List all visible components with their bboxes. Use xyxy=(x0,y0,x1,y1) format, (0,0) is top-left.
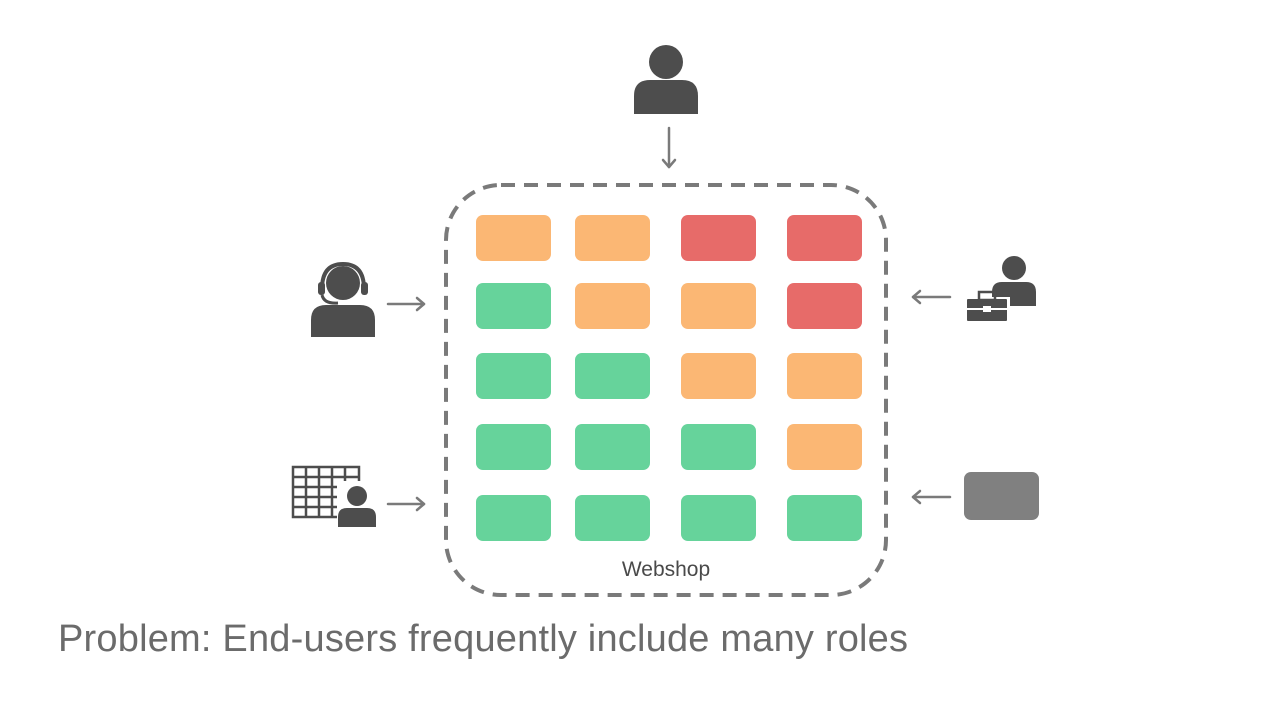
webshop-label: Webshop xyxy=(622,558,710,581)
permission-cell xyxy=(787,495,862,541)
arrow-left-lower xyxy=(386,496,426,512)
permission-cell xyxy=(681,215,756,261)
system-block-icon xyxy=(964,472,1039,520)
permission-cell xyxy=(787,215,862,261)
business-user-icon xyxy=(964,256,1036,323)
permission-cell xyxy=(575,495,650,541)
permission-cell xyxy=(476,215,551,261)
permission-cell xyxy=(681,353,756,399)
permission-cell xyxy=(787,353,862,399)
permission-cell xyxy=(476,283,551,329)
arrow-right-lower xyxy=(911,489,952,505)
spreadsheet-user-icon xyxy=(291,465,377,529)
support-agent-icon xyxy=(311,261,375,337)
permission-cell xyxy=(476,353,551,399)
user-icon xyxy=(634,45,698,114)
permission-cell xyxy=(575,424,650,470)
permission-cell xyxy=(575,283,650,329)
permission-cell xyxy=(476,495,551,541)
arrow-right-upper xyxy=(911,289,952,305)
permission-grid xyxy=(476,215,862,541)
permission-cell xyxy=(476,424,551,470)
permission-cell xyxy=(681,424,756,470)
permission-cell xyxy=(681,495,756,541)
webshop-boundary xyxy=(444,183,888,597)
arrow-left-upper xyxy=(386,296,426,312)
slide-caption: Problem: End-users frequently include ma… xyxy=(58,618,909,660)
permission-cell xyxy=(575,353,650,399)
permission-cell xyxy=(787,424,862,470)
permission-cell xyxy=(681,283,756,329)
permission-cell xyxy=(787,283,862,329)
permission-cell xyxy=(575,215,650,261)
arrow-top xyxy=(661,126,677,169)
